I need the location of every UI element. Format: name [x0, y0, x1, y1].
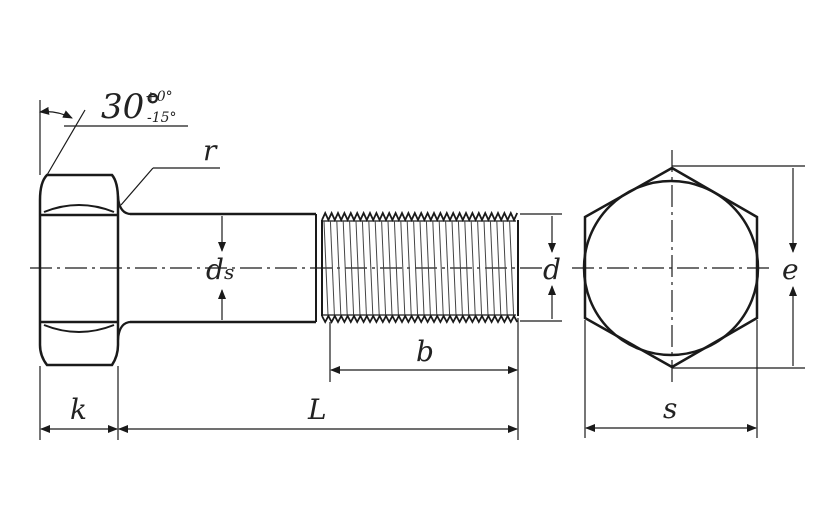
thread-hatch-line [349, 220, 355, 316]
thread-hatch-line [464, 220, 470, 316]
thread-hatch-line [425, 220, 431, 316]
head-height-label: k [70, 393, 87, 426]
bolt-side-view: 30° +0° -15° r ds d b [30, 87, 562, 440]
bolt-head [38, 173, 120, 367]
thread-hatch-line [406, 220, 412, 316]
thread-hatch-line [496, 220, 502, 316]
width-across-flats-label: s [663, 392, 677, 425]
thread-hatch-line [470, 220, 476, 316]
thread-hatch-line [361, 220, 367, 316]
shank-diameter-dimension: ds [206, 216, 234, 320]
thread-hatch-line [413, 220, 419, 316]
thread-hatch-line [387, 220, 393, 316]
shank-diameter-label: ds [206, 253, 234, 286]
thread-hatch-line [489, 220, 495, 316]
thread-hatch-line [502, 220, 508, 316]
bolt-length-dimension: L [118, 393, 518, 433]
bolt-end-view: e s [572, 150, 805, 438]
thread-hatch-line [400, 220, 406, 316]
thread-length-label: b [416, 335, 434, 368]
thread-hatch-line [381, 220, 387, 316]
angle-dimension: 30° +0° -15° [39, 87, 188, 176]
thread-hatch-line [374, 220, 380, 316]
thread-hatch-line [419, 220, 425, 316]
thread-hatch-line [432, 220, 438, 316]
chamfer-circle [582, 179, 760, 357]
thread-diameter-label: d [543, 253, 561, 286]
thread-length-dimension: b [329, 318, 519, 440]
radius-leader: r [120, 134, 220, 206]
thread-hatch-line [336, 220, 342, 316]
hexagon-outline [583, 166, 759, 369]
angle-tolerance-lower: -15° [147, 110, 177, 126]
thread-hatch-line [509, 220, 515, 316]
angle-tolerance-upper: +0° [145, 89, 173, 105]
thread-hatch-line [477, 220, 483, 316]
thread-hatch-line [451, 220, 457, 316]
bolt-shank [130, 212, 317, 324]
bolt-length-label: L [307, 393, 327, 426]
thread-hatch-line [329, 220, 335, 316]
thread-hatch-line [438, 220, 444, 316]
thread-hatch-line [445, 220, 451, 316]
thread-hatch-line [368, 220, 374, 316]
thread-hatch-line [323, 220, 329, 316]
head-height-dimension: k [39, 366, 119, 440]
thread-diameter-dimension: d [520, 213, 562, 322]
angle-label: 30° [101, 87, 161, 127]
radius-label: r [203, 134, 218, 167]
thread-hatch-line [342, 220, 348, 316]
thread-hatch-line [483, 220, 489, 316]
thread-hatch-line [457, 220, 463, 316]
bolt-thread [321, 210, 519, 324]
width-across-corners-label: e [782, 253, 799, 286]
thread-hatch-line [393, 220, 399, 316]
width-across-flats-dimension: s [584, 320, 758, 438]
thread-hatch-line [355, 220, 361, 316]
head-fillet [116, 195, 131, 216]
width-across-corners-dimension: e [672, 165, 805, 369]
